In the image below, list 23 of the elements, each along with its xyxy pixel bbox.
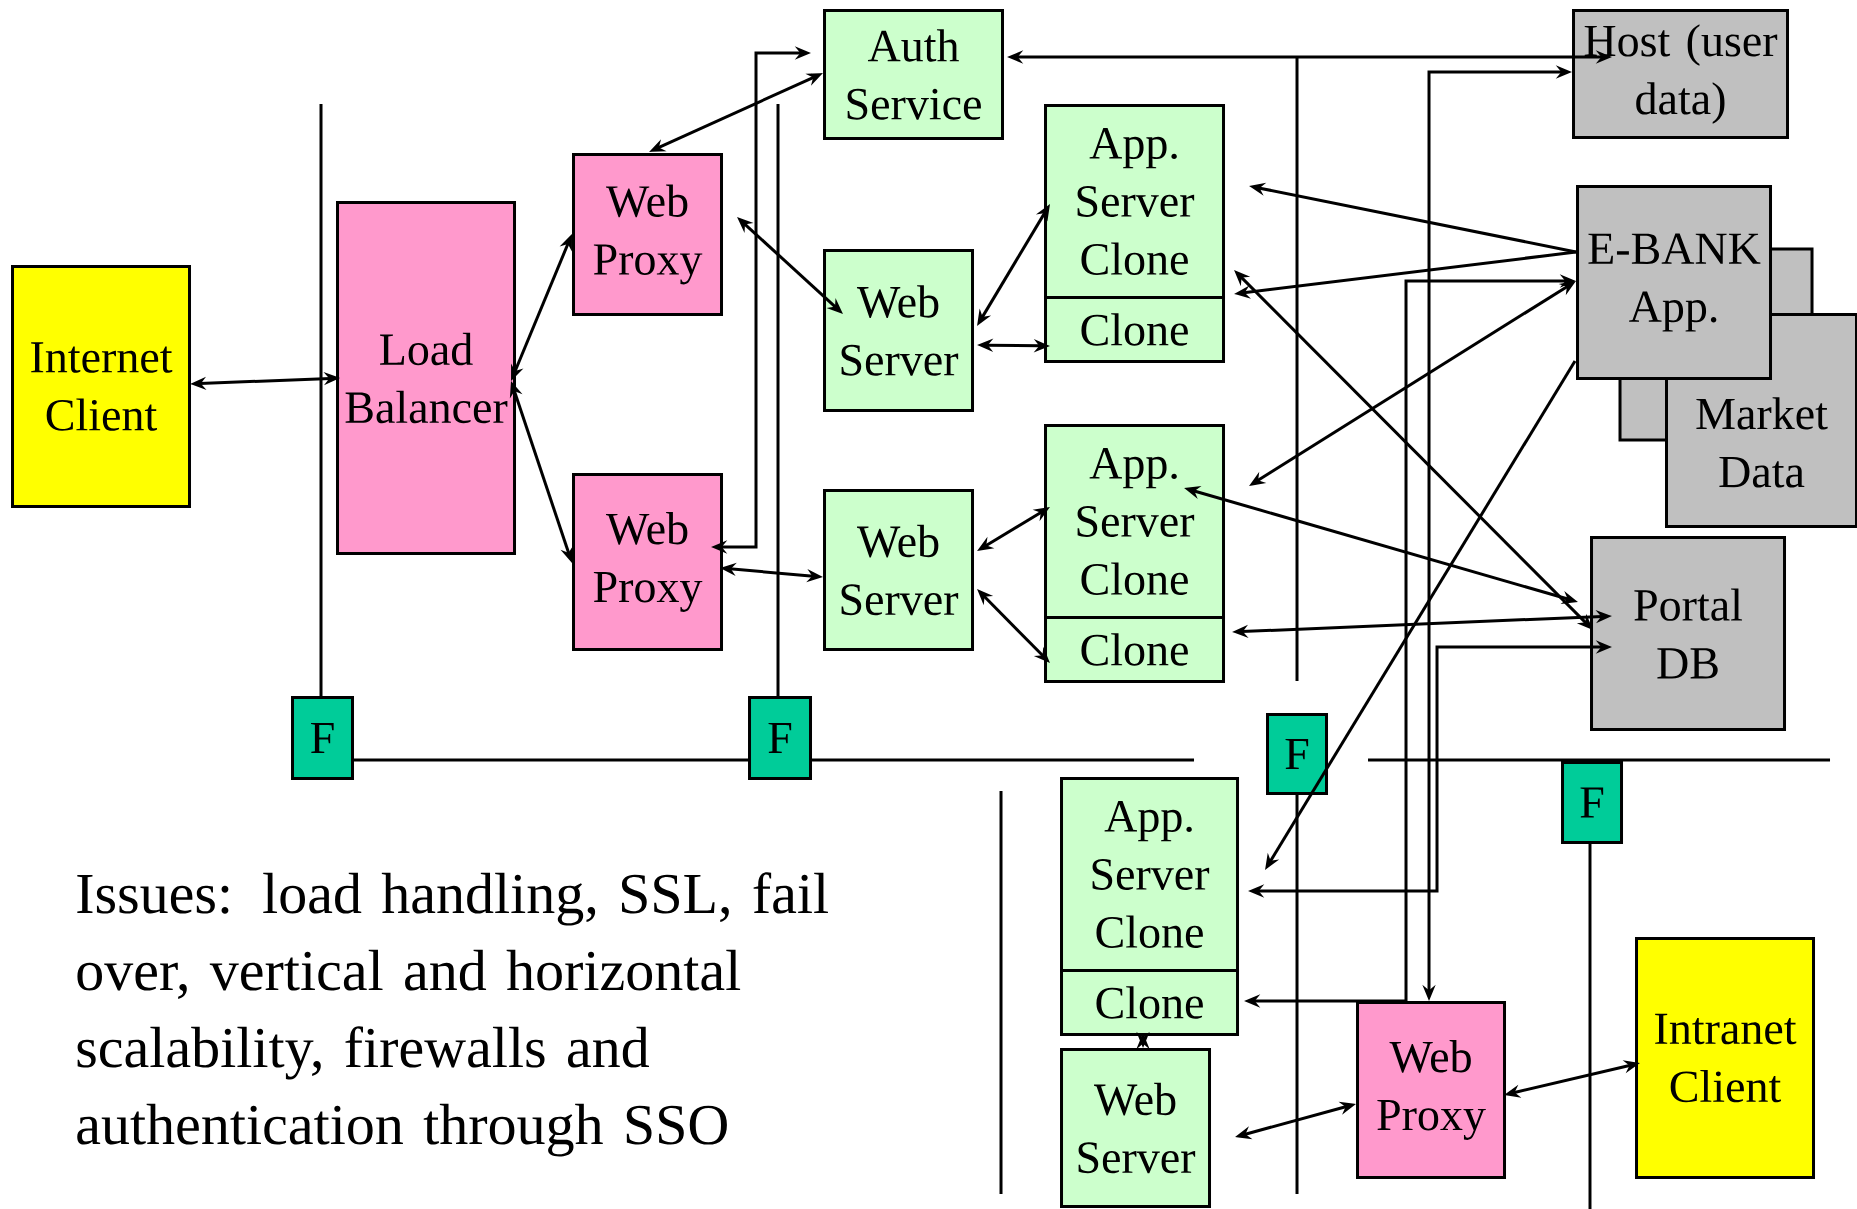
client-box: Internet Client xyxy=(11,265,191,508)
firewall-box: F xyxy=(748,696,812,780)
clone-box: Clone xyxy=(1044,296,1225,363)
data-box: Host (user data) xyxy=(1572,9,1789,139)
firewall-box: F xyxy=(1266,713,1328,795)
server-box: Web Server xyxy=(823,249,974,412)
client-box: Intranet Client xyxy=(1635,937,1815,1179)
clone-box: Clone xyxy=(1044,616,1225,683)
arrow xyxy=(1136,1031,1150,1050)
proxy-box: Web Proxy xyxy=(1356,1001,1506,1179)
data-box: Portal DB xyxy=(1590,536,1786,731)
server-box: Web Server xyxy=(823,489,974,651)
proxy-box: Web Proxy xyxy=(572,153,723,316)
proxy-box: Web Proxy xyxy=(572,473,723,651)
server-box: Web Server xyxy=(1060,1048,1211,1208)
clone-box: Clone xyxy=(1060,969,1239,1036)
firewall-box: F xyxy=(291,696,354,780)
balancer-box: Load Balancer xyxy=(336,201,516,555)
application-box: E-BANK App. xyxy=(1576,185,1772,380)
firewall-box: F xyxy=(1561,761,1623,844)
service-box: Auth Service xyxy=(823,9,1004,140)
node-label: Market Data xyxy=(1696,397,1828,488)
note-text: Issues: load handling, SSL, fail over, vertical and horizontal scalability, firewalls and authentication through SSO xyxy=(77,872,828,1157)
